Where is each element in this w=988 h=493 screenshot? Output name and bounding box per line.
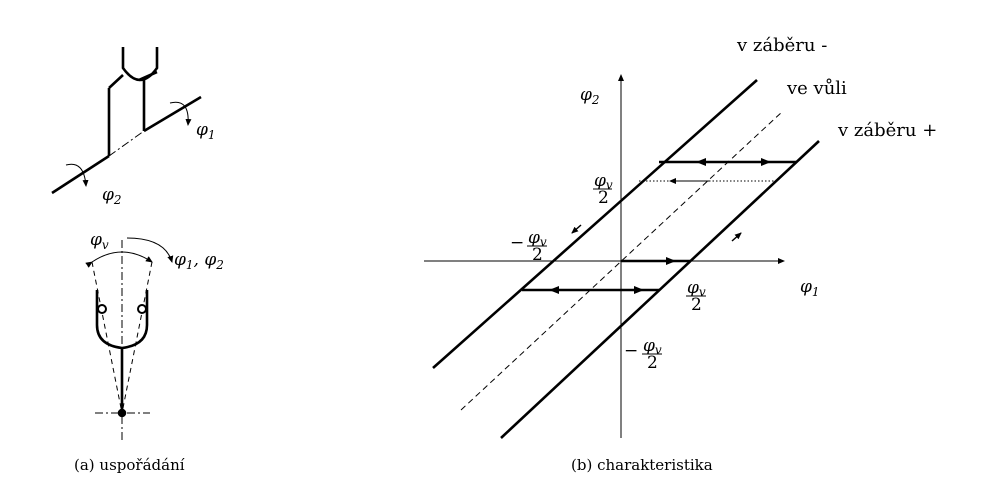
svg-text:φv: φv: [528, 228, 547, 249]
region-label-minus: v záběru -: [736, 35, 827, 56]
rotation-arrow-phi12: [126, 237, 174, 263]
pin-left: [97, 304, 107, 314]
svg-text:φv: φv: [643, 336, 662, 357]
label-phi2: φ2: [102, 185, 122, 207]
svg-text:−: −: [510, 233, 524, 253]
frac-neg-x: − φv 2: [510, 228, 547, 265]
shaft-phi2: [51, 154, 110, 195]
panel-b: φ1 φ2 φv 2 − φv: [424, 35, 937, 474]
direction-arrow-minus: [571, 224, 582, 234]
axis-y-label: φ2: [580, 85, 600, 107]
caption-b: (b) charakteristika: [571, 456, 713, 474]
svg-text:φv: φv: [687, 278, 706, 299]
pin-right: [137, 304, 147, 314]
fork-inner: [107, 70, 158, 156]
pivot: [117, 408, 127, 418]
line-engaged-plus: [500, 140, 820, 439]
svg-text:2: 2: [647, 353, 658, 373]
label-phi1-phi2: φ1, φ2: [174, 250, 224, 272]
direction-arrow-plus: [731, 232, 742, 242]
axis-x-label: φ1: [800, 277, 820, 299]
svg-text:φv: φv: [594, 171, 613, 192]
frac-neg-y: − φv 2: [624, 336, 662, 373]
frac-pos-x: φv 2: [686, 278, 706, 315]
region-label-backlash: ve vůli: [786, 77, 847, 99]
characteristic-lines: [432, 79, 820, 439]
svg-text:−: −: [624, 341, 638, 361]
angle-arc-phiv: [85, 251, 153, 268]
svg-text:2: 2: [691, 295, 702, 315]
svg-text:2: 2: [532, 245, 543, 265]
front-view: [85, 237, 174, 440]
panel-a: φ1 φ2 φv φ1, φ2 (a) uspořádání: [51, 47, 224, 474]
region-label-plus: v záběru +: [837, 120, 937, 141]
frac-top-y: φv 2: [593, 171, 613, 208]
axis-centerline: [108, 130, 145, 157]
shaft-phi1: [143, 95, 202, 133]
backlash-limit-right: [121, 261, 153, 414]
label-phi1: φ1: [196, 120, 216, 142]
rotation-arrow-phi1: [169, 101, 192, 126]
label-phiv: φv: [90, 230, 109, 252]
transition-paths: [522, 158, 796, 294]
axes: [424, 74, 785, 438]
line-engaged-minus: [432, 79, 758, 369]
svg-text:2: 2: [598, 188, 609, 208]
caption-a: (a) uspořádání: [74, 456, 185, 474]
rotation-arrow-phi2: [65, 163, 89, 187]
shaft-sketch: [51, 47, 202, 195]
line-backlash-center: [460, 110, 784, 411]
backlash-limit-left: [91, 261, 123, 414]
